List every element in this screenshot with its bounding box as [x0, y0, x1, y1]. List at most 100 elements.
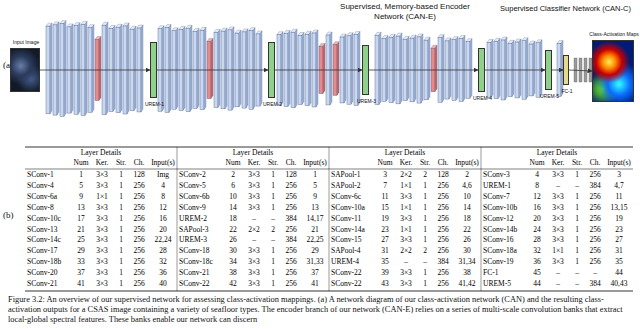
table-cell: 1 — [265, 257, 281, 267]
table-cell: 1 — [113, 214, 129, 224]
table-cell: 1 — [417, 268, 433, 278]
table-cell: – — [569, 268, 585, 278]
block-side — [239, 30, 241, 107]
table-cell: 3×3 — [91, 203, 113, 213]
table-cell: SConv-3 — [483, 170, 527, 180]
table-cell: – — [569, 181, 585, 191]
table-cell: 35 — [605, 257, 633, 267]
table-cell: 1×1 — [91, 192, 113, 202]
table-cell: 3×3 — [243, 257, 265, 267]
block-side — [323, 43, 325, 93]
table-cell: 10 — [223, 192, 243, 202]
table-cell: 7 — [375, 181, 395, 191]
block-side — [253, 28, 255, 110]
table-cell: 13,15 — [605, 203, 633, 213]
table-cell: 256 — [433, 192, 453, 202]
node-label: UREM-3 — [342, 98, 392, 104]
flow-arrow — [569, 70, 592, 71]
table-cell: 23 — [375, 225, 395, 235]
table-cell: 22 — [223, 225, 243, 235]
table-cell: 128 — [129, 170, 149, 180]
table-cell: 14 — [223, 203, 243, 213]
table-cell: 38 — [223, 268, 243, 278]
table-cell: SConv-7 — [483, 192, 527, 202]
table-cell: 256 — [281, 192, 301, 202]
block-side — [330, 32, 332, 105]
table-cell: 27 — [375, 235, 395, 245]
table-cell: 3×3 — [547, 192, 569, 202]
table-cell: 3×3 — [91, 225, 113, 235]
table-cell: 1 — [265, 268, 281, 278]
table-cell: 256 — [281, 181, 301, 191]
table-header: Ker. — [91, 158, 113, 168]
table-header: Ker. — [547, 158, 569, 168]
table-cell: 1 — [569, 225, 585, 235]
table-cell: – — [547, 181, 569, 191]
block-side — [533, 41, 535, 96]
block-side — [99, 37, 101, 101]
table-cell: 1 — [71, 170, 91, 180]
block-side — [407, 36, 409, 100]
block-side — [295, 29, 297, 108]
table-cell: 384 — [281, 235, 301, 245]
table-cell: SConv-13 — [27, 225, 71, 235]
table-cell: 256 — [585, 257, 605, 267]
flow-arrow — [369, 70, 478, 71]
table-cell: 36 — [527, 257, 547, 267]
table-cell: 256 — [433, 235, 453, 245]
block-side — [50, 23, 52, 114]
table-cell: 1×1 — [395, 225, 417, 235]
table-cell: 256 — [281, 203, 301, 213]
block-side — [379, 32, 381, 104]
table-cell: 3×3 — [91, 214, 113, 224]
table-cell: 4,6 — [453, 181, 481, 191]
table-cell: 13 — [301, 203, 329, 213]
table-cell: SConv-22 — [331, 268, 375, 278]
table-cell: 44 — [527, 279, 547, 289]
table-cell: 384 — [585, 279, 605, 289]
table-cell: 2 — [265, 225, 281, 235]
block-side — [106, 22, 108, 115]
table-cell: – — [547, 268, 569, 278]
block-side — [358, 32, 360, 106]
table-header: Ch. — [129, 158, 149, 168]
block-side — [435, 45, 437, 91]
table-cell: 3×3 — [243, 203, 265, 213]
table-cell: SConv-10c — [27, 214, 71, 224]
table-cell: 256 — [585, 170, 605, 180]
node-label: Input Image — [1, 39, 51, 45]
table-cell: 5 — [71, 181, 91, 191]
table-cell: SAPool-2 — [331, 181, 375, 191]
table-header: Str. — [569, 158, 585, 168]
urem-block: UREM-1 — [150, 42, 157, 98]
table-cell: – — [265, 214, 281, 224]
table-cell: SConv-18c — [179, 257, 223, 267]
table-cell: 29 — [301, 246, 329, 256]
block-side — [351, 33, 353, 104]
table-cell: 2 — [417, 246, 433, 256]
table-cell: 1 — [417, 192, 433, 202]
table-cell: 2 — [223, 170, 243, 180]
table-cell: 128 — [281, 170, 301, 180]
table-cell: 35 — [375, 257, 395, 267]
table-cell: 256 — [585, 203, 605, 213]
table-cell: 2 — [453, 170, 481, 180]
block-side — [281, 32, 283, 106]
table-cell: 1 — [113, 181, 129, 191]
flow-arrow — [40, 70, 150, 71]
urem-block: UREM-4 — [478, 48, 485, 92]
block-side — [127, 23, 129, 114]
table-cell: 3×3 — [91, 257, 113, 267]
flow-arrow — [275, 70, 362, 71]
table-cell: 3×3 — [395, 268, 417, 278]
fc-block: FC-1 — [563, 55, 569, 85]
table-cell: UREM-1 — [483, 181, 527, 191]
table-cell: 256 — [433, 279, 453, 289]
table-cell: 32 — [149, 257, 177, 267]
block-side — [211, 38, 213, 98]
block-side — [113, 25, 115, 111]
table-cell: – — [547, 279, 569, 289]
flow-arrow — [157, 70, 268, 71]
table-cell: 30 — [223, 246, 243, 256]
table-cell: Img — [149, 170, 177, 180]
